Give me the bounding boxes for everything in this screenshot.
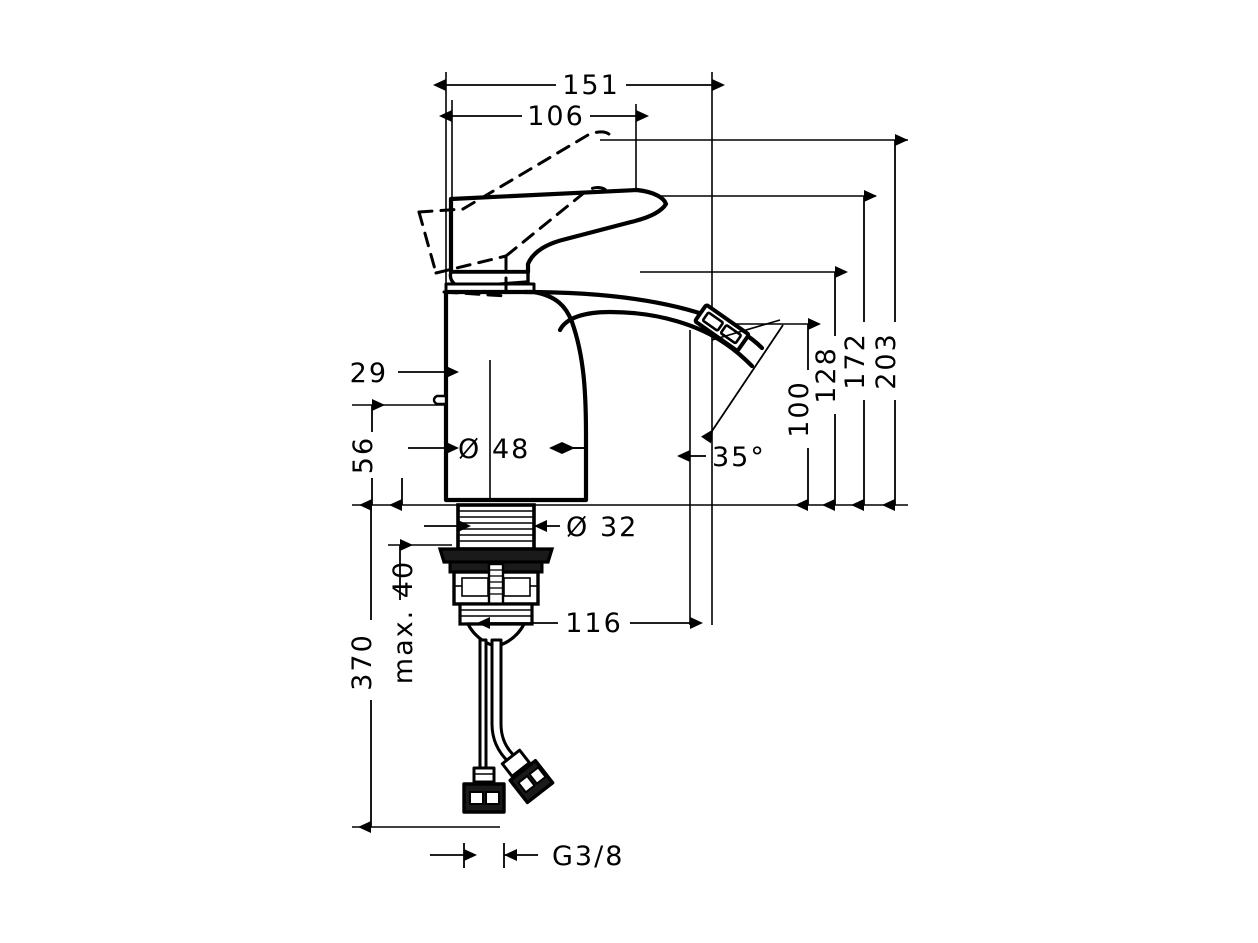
dimension-label-thread-g38: G3/8 <box>552 841 624 872</box>
dimension-label-128: 128 <box>811 346 842 404</box>
body-back-nub <box>432 394 448 406</box>
flexible-hoses <box>462 638 555 814</box>
dimension-label-48: 48 <box>492 434 530 465</box>
dimension-label-106: 106 <box>527 101 585 132</box>
dimension-symbol-diameter-48: Ø <box>458 434 481 465</box>
hose-left-ferrule <box>472 766 496 784</box>
dimension-label-151: 151 <box>562 70 620 101</box>
dimension-diameter-32 <box>424 520 560 532</box>
dimension-label-203: 203 <box>871 332 902 390</box>
dimension-label-172: 172 <box>840 332 871 390</box>
dimension-thread-g38 <box>430 843 538 868</box>
dimension-symbol-diameter-32: Ø <box>566 512 589 543</box>
dimension-label-32: 32 <box>600 512 638 543</box>
lever-handle <box>448 187 669 275</box>
dimension-label-370: 370 <box>347 633 378 691</box>
dimension-56 <box>359 399 403 511</box>
dimension-label-35-degrees: 35° <box>712 442 766 473</box>
spout-bottom-edge <box>557 309 755 369</box>
sealing-gasket <box>437 547 555 564</box>
lever-raised-dashed <box>417 130 614 298</box>
aerator-assembly <box>693 303 751 353</box>
dimension-label-116: 116 <box>565 608 623 639</box>
dimension-angle-35 <box>677 319 784 462</box>
dimension-label-100: 100 <box>784 380 815 438</box>
hose-left <box>478 638 488 772</box>
dimension-label-29: 29 <box>350 358 388 389</box>
lower-collar <box>458 602 534 626</box>
dimension-label-56: 56 <box>348 436 379 474</box>
hose-right-ferrule <box>500 748 531 778</box>
dimension-diameter-48 <box>408 360 586 500</box>
dimension-label-max-40: max. 40 <box>388 560 419 684</box>
